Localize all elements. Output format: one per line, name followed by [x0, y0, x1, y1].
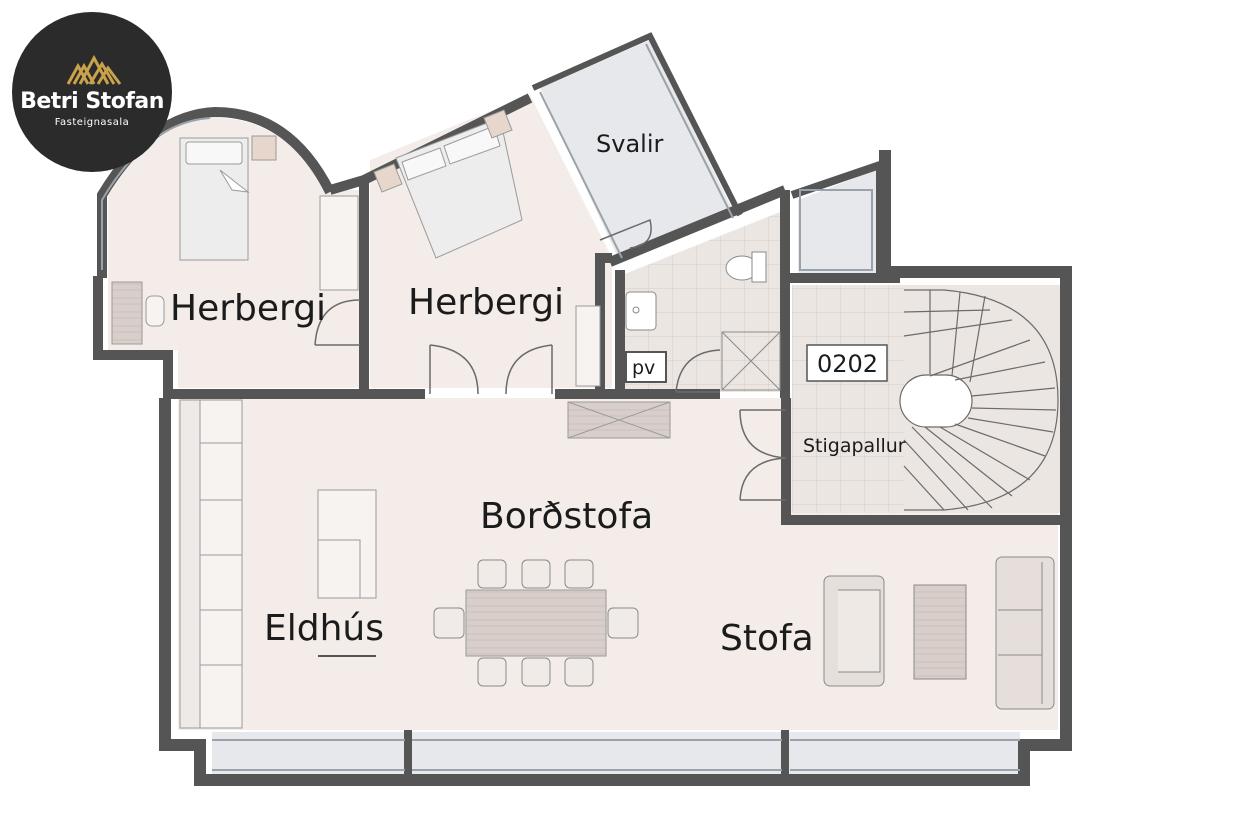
sofa: [995, 556, 1055, 710]
kitchen-counter: [179, 399, 377, 729]
wall-balcony: [531, 32, 743, 217]
balcony-floor: [540, 40, 735, 262]
logo-title: Betri Stofan: [20, 89, 164, 114]
doors: [314, 218, 787, 501]
dining-set: [433, 559, 639, 687]
bed-middle: [373, 109, 523, 259]
windows: [101, 43, 1020, 771]
coffee-table: [913, 584, 967, 680]
outer-wall-bedroom-left: [93, 276, 173, 398]
building-logo-icon: [66, 54, 122, 85]
unit-number-box: [806, 344, 888, 382]
kitchen-island: [317, 489, 377, 599]
desk: [111, 281, 165, 345]
bathroom-fixtures: [625, 251, 781, 391]
room-labels: Herbergi Herbergi Svalir pv 0202 Stigapa…: [170, 130, 906, 659]
label-herbergi-left: Herbergi: [170, 288, 326, 329]
wall-bottom-mullions: [404, 730, 789, 780]
label-stigapallur: Stigapallur: [803, 435, 906, 457]
logo-subtitle: Fasteignasala: [54, 117, 130, 128]
wall-bathroom: [608, 185, 1066, 525]
dining-table: [465, 589, 607, 657]
landing-floor: [792, 285, 904, 513]
shaft-box: [799, 189, 873, 271]
label-bordstofa: Borðstofa: [480, 496, 653, 537]
label-stofa: Stofa: [720, 618, 814, 659]
wall-shaft: [790, 159, 884, 280]
outer-wall-left: [159, 150, 1072, 786]
living-furniture: [823, 556, 1055, 710]
label-unit-number: 0202: [817, 350, 878, 378]
label-pv: pv: [632, 357, 655, 379]
walls: [93, 32, 1072, 786]
label-eldhus: Eldhús: [264, 608, 384, 649]
stair-floor: [904, 285, 1060, 513]
dining-chairs: [433, 559, 639, 687]
label-herbergi-middle: Herbergi: [408, 282, 564, 323]
wardrobes: [319, 195, 671, 439]
label-svalir: Svalir: [596, 130, 663, 158]
wall-bedroom-middle-top: [328, 93, 533, 195]
shaft-floor: [798, 170, 876, 275]
spiral-stair: [899, 289, 1059, 511]
bed-left: [179, 135, 277, 261]
company-logo: Betri Stofan Fasteignasala: [12, 12, 172, 172]
